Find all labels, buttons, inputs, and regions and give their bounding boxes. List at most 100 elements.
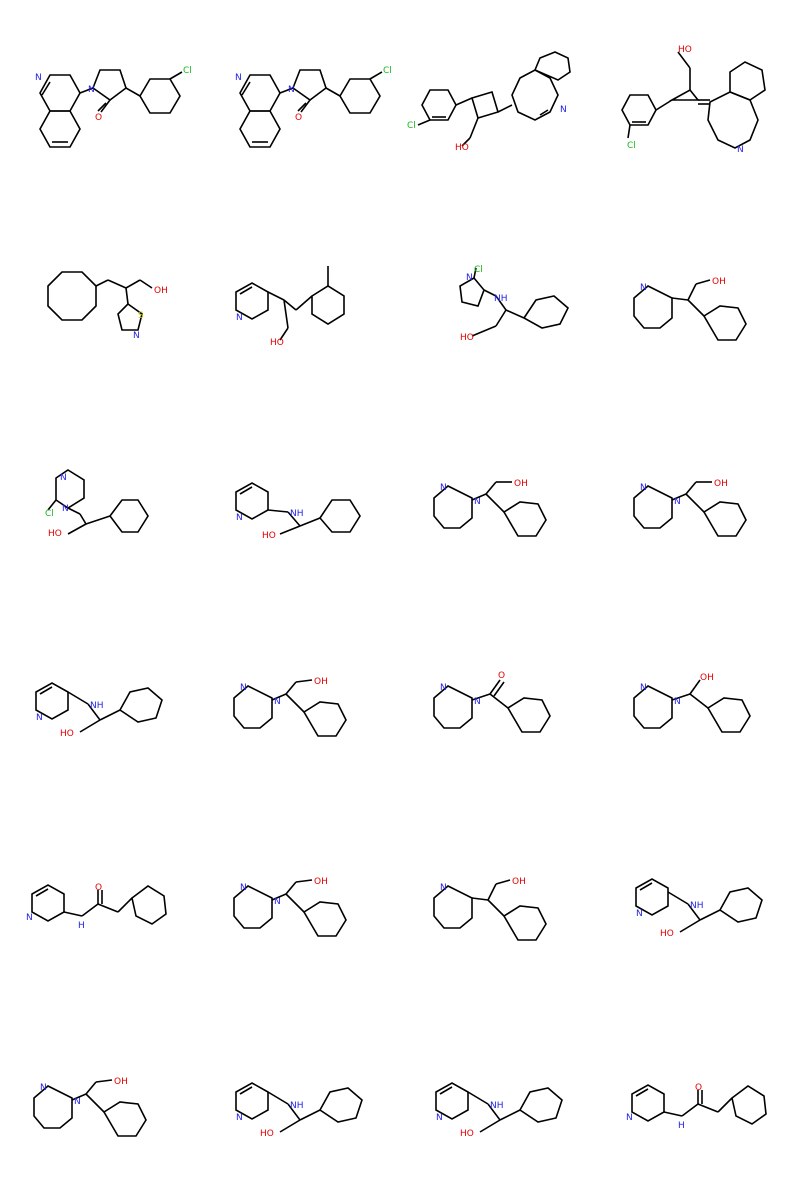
molecule-cell: N O H bbox=[0, 800, 200, 1000]
atom-label: N bbox=[674, 697, 681, 707]
molecule-cell: N N OH bbox=[400, 400, 600, 600]
atom-label: N bbox=[240, 683, 247, 693]
atom-label: N bbox=[474, 497, 481, 507]
molecule-structure: N N OH bbox=[233, 677, 347, 737]
molecule-structure: N O H bbox=[26, 883, 167, 931]
molecule-structure: N OH bbox=[433, 877, 547, 941]
atom-label: OH bbox=[154, 286, 168, 296]
atom-label: OH bbox=[714, 479, 728, 489]
atom-label: Cl bbox=[183, 66, 192, 76]
atom-label: N bbox=[640, 283, 647, 293]
molecule-structure: N Cl NH HO bbox=[459, 265, 569, 343]
molecule-cell: N NH HO bbox=[600, 800, 800, 1000]
atom-label: NH bbox=[490, 1101, 504, 1111]
atom-label: N bbox=[674, 497, 681, 507]
atom-label: HO bbox=[270, 338, 284, 348]
molecule-cell: N OH bbox=[600, 200, 800, 400]
atom-label: O bbox=[695, 1083, 702, 1093]
atom-label: H bbox=[678, 1121, 685, 1131]
molecule-structure: N NH HO bbox=[35, 682, 163, 739]
molecule-structure: N NH HO bbox=[235, 482, 361, 541]
atom-label: N bbox=[560, 105, 567, 115]
atom-label: Cl bbox=[407, 121, 416, 131]
molecule-cell: N N O Cl bbox=[0, 0, 200, 200]
molecule-cell: N N OH bbox=[0, 1000, 200, 1200]
molecule-cell: N NH HO bbox=[200, 400, 400, 600]
molecule-cell: N NH HO bbox=[400, 1000, 600, 1200]
molecule-structure: N N OH bbox=[633, 673, 751, 733]
molecule-structure: Cl N HO bbox=[621, 45, 766, 155]
molecule-structure: N HO bbox=[235, 266, 345, 348]
molecule-cell: N N O bbox=[400, 600, 600, 800]
molecule-cell: N OH bbox=[400, 800, 600, 1000]
molecule-structure: OH S N bbox=[47, 271, 168, 341]
atom-label: OH bbox=[512, 877, 526, 887]
atom-label: N bbox=[466, 273, 473, 283]
molecule-cell: N N OH bbox=[600, 600, 800, 800]
atom-label: HO bbox=[460, 1129, 474, 1139]
atom-label: N bbox=[436, 1113, 443, 1123]
atom-label: O bbox=[498, 671, 505, 681]
atom-label: Cl bbox=[383, 66, 392, 76]
atom-label: N bbox=[274, 897, 281, 907]
atom-label: HO bbox=[460, 333, 474, 343]
atom-label: N bbox=[88, 85, 95, 95]
atom-label: N bbox=[40, 1083, 47, 1093]
molecule-cell: N NH HO bbox=[0, 600, 200, 800]
atom-label: Cl bbox=[45, 509, 54, 519]
atom-label: NH bbox=[290, 509, 304, 519]
atom-label: N bbox=[737, 145, 744, 155]
molecule-structure: N N OH bbox=[433, 479, 547, 537]
atom-label: O bbox=[295, 113, 302, 123]
molecule-structure: N N Cl HO bbox=[45, 469, 149, 539]
molecule-structure: N N O bbox=[433, 671, 551, 733]
atom-label: N bbox=[440, 683, 447, 693]
atom-label: N bbox=[74, 1097, 81, 1107]
molecule-structure: N N O Cl bbox=[235, 66, 392, 148]
atom-label: OH bbox=[114, 1077, 128, 1087]
atom-label: H bbox=[78, 921, 85, 931]
atom-label: S bbox=[138, 311, 144, 321]
molecule-structure: N N OH bbox=[633, 479, 747, 537]
atom-label: N bbox=[440, 883, 447, 893]
atom-label: OH bbox=[712, 277, 726, 287]
molecule-cell: N N Cl HO bbox=[0, 400, 200, 600]
atom-label: N bbox=[26, 913, 33, 923]
molecule-cell: Cl N HO bbox=[600, 0, 800, 200]
atom-label: N bbox=[235, 73, 242, 83]
atom-label: N bbox=[35, 73, 42, 83]
atom-label: OH bbox=[314, 877, 328, 887]
molecule-cell: N N OH bbox=[600, 400, 800, 600]
atom-label: N bbox=[36, 713, 43, 723]
atom-label: O bbox=[95, 113, 102, 123]
atom-label: N bbox=[240, 883, 247, 893]
atom-label: NH bbox=[290, 1101, 304, 1111]
atom-label: HO bbox=[455, 143, 469, 153]
atom-label: N bbox=[133, 331, 140, 341]
atom-label: O bbox=[95, 883, 102, 893]
atom-label: N bbox=[640, 683, 647, 693]
molecule-cell: N N O Cl bbox=[200, 0, 400, 200]
molecule-cell: N HO bbox=[200, 200, 400, 400]
atom-label: OH bbox=[514, 479, 528, 489]
atom-label: OH bbox=[700, 673, 714, 683]
atom-label: NH bbox=[90, 701, 104, 711]
molecule-cell: N O H bbox=[600, 1000, 800, 1200]
atom-label: N bbox=[236, 313, 243, 323]
atom-label: Cl bbox=[627, 141, 636, 151]
molecule-structure: N O H bbox=[626, 1083, 767, 1131]
atom-label: N bbox=[440, 483, 447, 493]
atom-label: N bbox=[60, 473, 67, 483]
atom-label: HO bbox=[678, 45, 692, 55]
molecule-structure: N NH HO bbox=[435, 1082, 563, 1139]
atom-label: N bbox=[640, 483, 647, 493]
molecule-structure: N N O Cl bbox=[35, 66, 192, 148]
molecule-cell: OH S N bbox=[0, 200, 200, 400]
atom-label: OH bbox=[314, 677, 328, 687]
atom-label: N bbox=[236, 513, 243, 523]
molecule-cell: Cl N HO bbox=[400, 0, 600, 200]
atom-label: N bbox=[288, 85, 295, 95]
molecule-cell: N Cl NH HO bbox=[400, 200, 600, 400]
molecule-structure: N NH HO bbox=[635, 878, 763, 939]
